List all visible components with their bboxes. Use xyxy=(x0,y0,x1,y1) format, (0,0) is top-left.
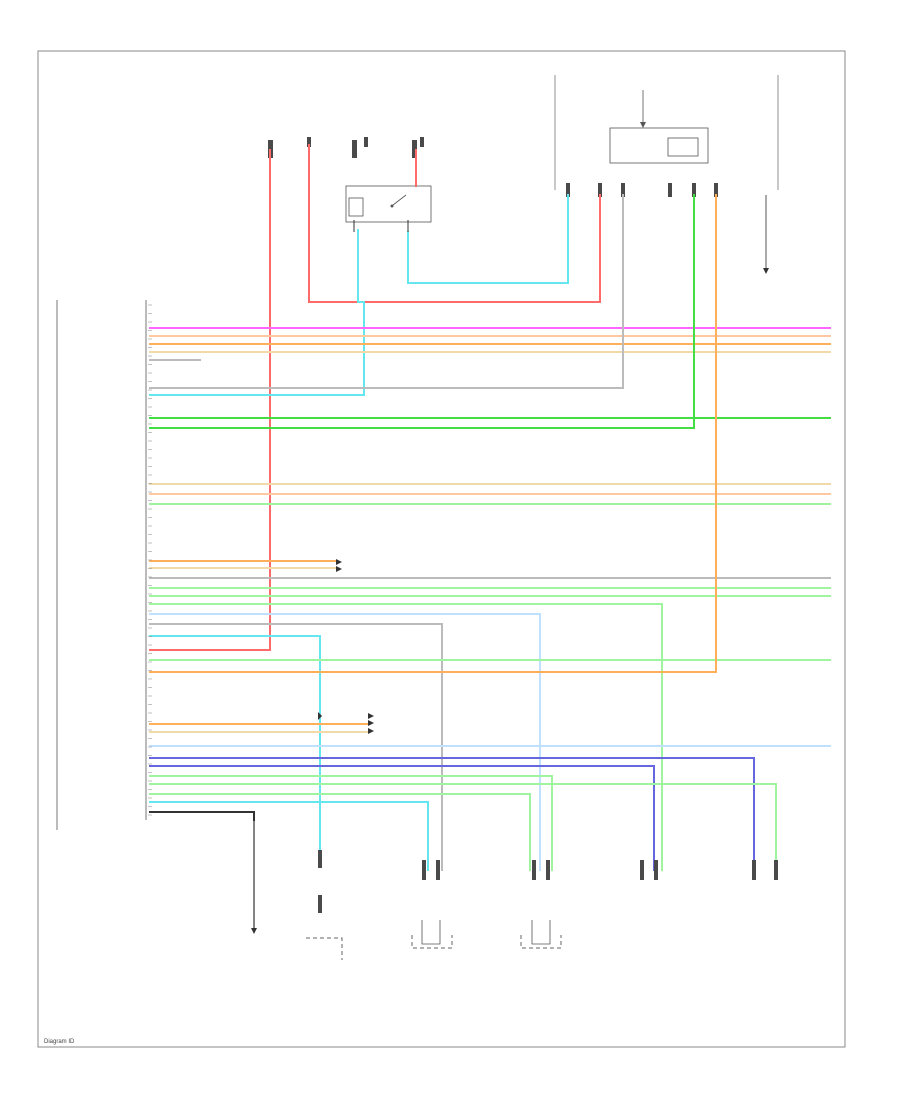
wire-light-green xyxy=(149,783,777,871)
top-components xyxy=(345,75,779,223)
wire-cyan xyxy=(149,229,365,396)
wire-blue xyxy=(149,765,655,871)
wire-gray xyxy=(149,623,443,871)
wire-cyan xyxy=(149,801,429,871)
wire-cyan xyxy=(407,194,569,284)
wire-gray xyxy=(149,194,624,389)
wire-light-green xyxy=(149,775,553,871)
wire-red xyxy=(149,149,271,651)
wire-light-green xyxy=(149,793,531,871)
splice-arrows xyxy=(318,559,374,734)
diagram-frame xyxy=(37,50,846,1048)
pin-numbers xyxy=(148,304,152,816)
wire-green xyxy=(149,194,695,429)
wire-orange xyxy=(149,194,717,673)
page-label: Diagram ID xyxy=(44,1039,75,1045)
bottom-components xyxy=(251,195,778,960)
wire-light-green xyxy=(149,603,663,871)
wire-light-blue xyxy=(149,613,541,871)
wire-blue xyxy=(149,757,755,871)
wire-cyan xyxy=(149,635,321,861)
wires xyxy=(149,144,831,871)
wire-red xyxy=(308,144,601,303)
wire-black xyxy=(149,811,255,821)
top-connectors xyxy=(268,137,718,197)
